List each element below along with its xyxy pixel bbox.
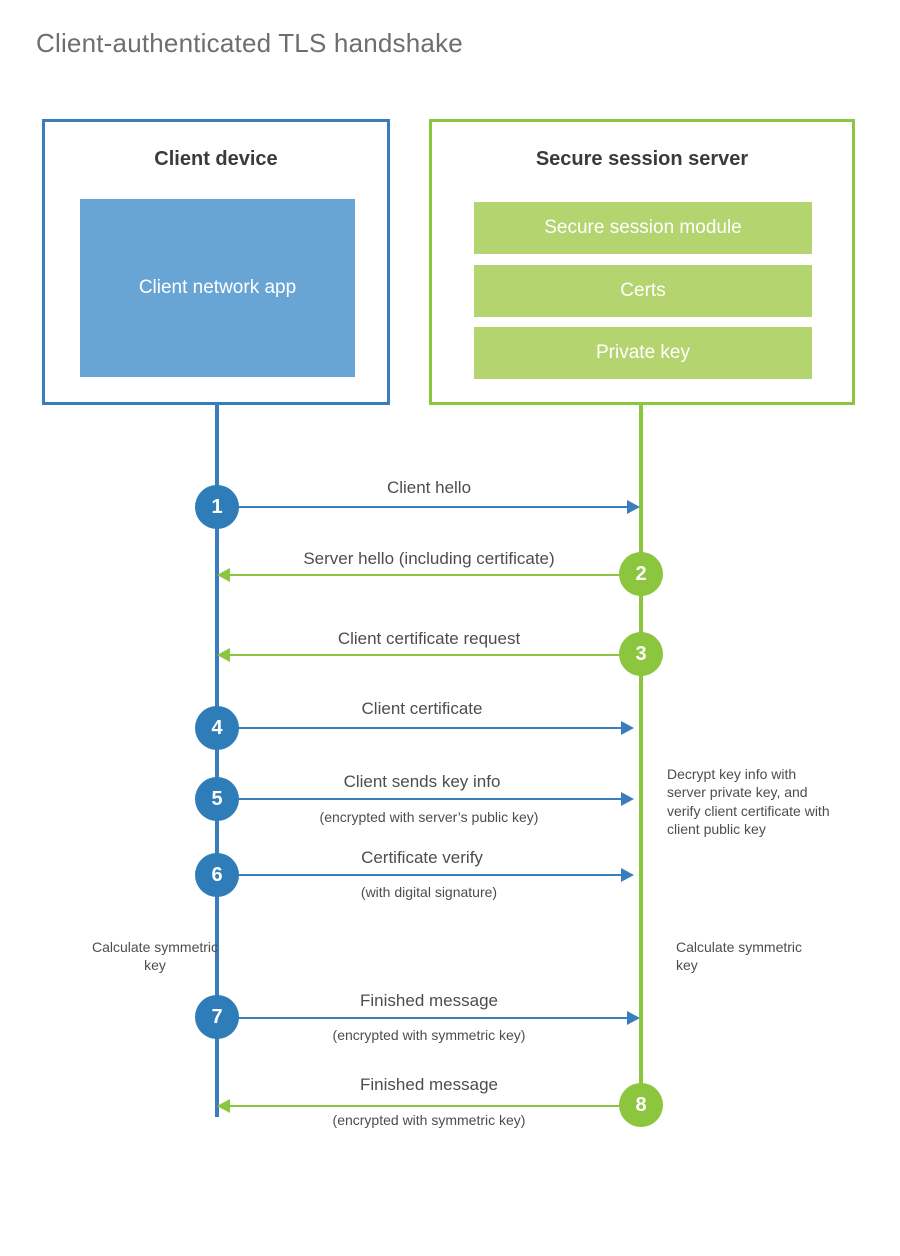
step-8-marker[interactable]: 8	[619, 1083, 663, 1127]
step-6-marker[interactable]: 6	[195, 853, 239, 897]
step-2-arrow-line	[230, 574, 641, 576]
server-component-certs: Certs	[474, 265, 812, 317]
server-component-private-key: Private key	[474, 327, 812, 379]
server-component-secure-session-module: Secure session module	[474, 202, 812, 254]
step-8-sublabel: (encrypted with symmetric key)	[332, 1112, 526, 1128]
step-7-arrow-head-icon	[627, 1011, 640, 1025]
step-1-label: Client hello	[386, 478, 472, 497]
step-1-arrow-line	[217, 506, 627, 508]
step-4-arrow-line	[217, 727, 621, 729]
client-device-title: Client device	[154, 148, 278, 170]
step-1-marker[interactable]: 1	[195, 485, 239, 529]
step-5-arrow-line	[217, 798, 621, 800]
step-6-sublabel: (with digital signature)	[360, 884, 498, 900]
step-2-marker[interactable]: 2	[619, 552, 663, 596]
step-6-arrow-head-icon	[621, 868, 634, 882]
step-8-label: Finished message	[360, 1075, 498, 1094]
server-decrypt-note: Decrypt key info with server private key…	[667, 766, 830, 838]
step-8-arrow-line	[230, 1105, 641, 1107]
server-calculate-symmetric-key-note: Calculate symmetric key	[676, 939, 803, 974]
step-7-label: Finished message	[360, 991, 498, 1010]
secure-session-server-title: Secure session server	[535, 148, 749, 170]
step-5-arrow-head-icon	[621, 792, 634, 806]
server-lifeline	[639, 405, 643, 1105]
step-7-marker[interactable]: 7	[195, 995, 239, 1039]
step-3-arrow-head-icon	[217, 648, 230, 662]
step-5-sublabel: (encrypted with server’s public key)	[319, 809, 539, 825]
step-3-arrow-line	[230, 654, 641, 656]
step-7-arrow-line	[217, 1017, 627, 1019]
step-4-label: Client certificate	[361, 699, 483, 718]
client-network-app-block: Client network app	[80, 199, 355, 377]
step-5-marker[interactable]: 5	[195, 777, 239, 821]
page-title: Client-authenticated TLS handshake	[36, 28, 463, 58]
client-device-box: Client device Client network app	[42, 119, 390, 405]
step-4-arrow-head-icon	[621, 721, 634, 735]
step-7-sublabel: (encrypted with symmetric key)	[332, 1027, 526, 1043]
step-4-marker[interactable]: 4	[195, 706, 239, 750]
step-3-marker[interactable]: 3	[619, 632, 663, 676]
step-1-arrow-head-icon	[627, 500, 640, 514]
client-calculate-symmetric-key-note: Calculate symmetric key	[91, 939, 219, 974]
step-2-arrow-head-icon	[217, 568, 230, 582]
step-5-label: Client sends key info	[343, 772, 501, 791]
step-2-label: Server hello (including certificate)	[303, 549, 555, 568]
step-6-arrow-line	[217, 874, 621, 876]
step-8-arrow-head-icon	[217, 1099, 230, 1113]
secure-session-server-box: Secure session server Secure session mod…	[429, 119, 855, 405]
step-3-label: Client certificate request	[337, 629, 521, 648]
client-lifeline	[215, 405, 219, 1117]
step-6-label: Certificate verify	[361, 848, 483, 867]
